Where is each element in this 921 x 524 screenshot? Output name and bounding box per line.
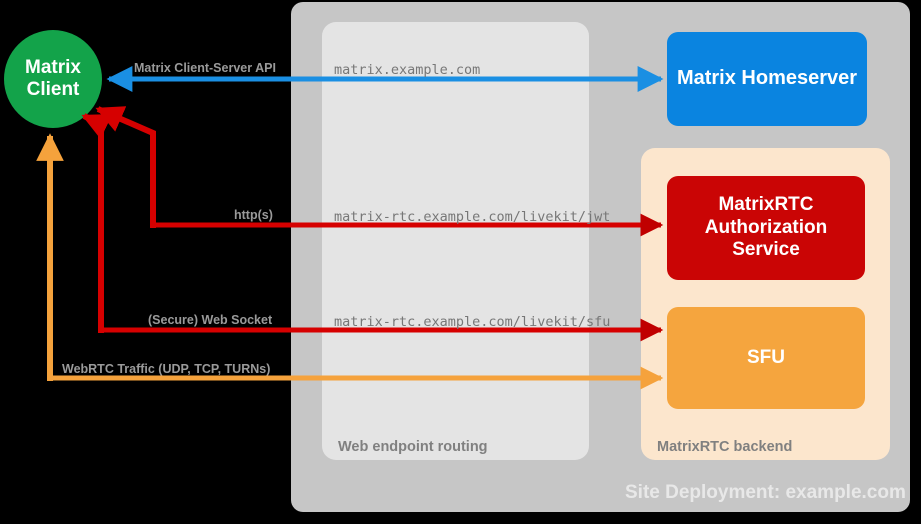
connector-https-return [95, 106, 156, 228]
flow-client-server-api-label: Matrix Client-Server API [134, 61, 276, 75]
site-deployment-caption: Site Deployment: example.com [625, 482, 906, 503]
auth-service-line-2: Authorization [704, 216, 828, 238]
auth-service-line-1: MatrixRTC [718, 194, 814, 216]
node-sfu-label: SFU [747, 346, 785, 368]
flow-websocket-label: (Secure) Web Socket [148, 313, 273, 327]
node-matrix-homeserver-label: Matrix Homeserver [676, 67, 858, 90]
node-matrixrtc-authorization-service-label: MatrixRTC Authorization Service [667, 176, 865, 280]
node-matrix-homeserver[interactable] [667, 32, 867, 126]
connector-websocket-return [81, 113, 113, 333]
node-sfu[interactable] [667, 307, 865, 409]
endpoint-livekit-jwt-label: matrix-rtc.example.com/livekit/jwt [334, 209, 611, 225]
matrix-client-line-1: Matrix [25, 56, 81, 78]
flow-https-label: http(s) [234, 208, 273, 222]
group-matrixrtc-backend-caption: MatrixRTC backend [657, 439, 793, 455]
flow-webrtc-label: WebRTC Traffic (UDP, TCP, TURNs) [62, 362, 271, 376]
group-web-endpoint-routing-caption: Web endpoint routing [338, 439, 488, 455]
node-matrixrtc-authorization-service[interactable] [667, 176, 865, 280]
node-matrix-client[interactable] [4, 30, 102, 128]
endpoint-livekit-sfu-label: matrix-rtc.example.com/livekit/sfu [334, 314, 611, 330]
matrix-client-line-2: Client [26, 79, 80, 100]
auth-service-line-3: Service [732, 239, 800, 261]
group-web-endpoint-routing [322, 22, 589, 460]
node-matrix-client-label: Matrix Client [4, 30, 102, 128]
endpoint-matrix-label: matrix.example.com [334, 62, 481, 78]
